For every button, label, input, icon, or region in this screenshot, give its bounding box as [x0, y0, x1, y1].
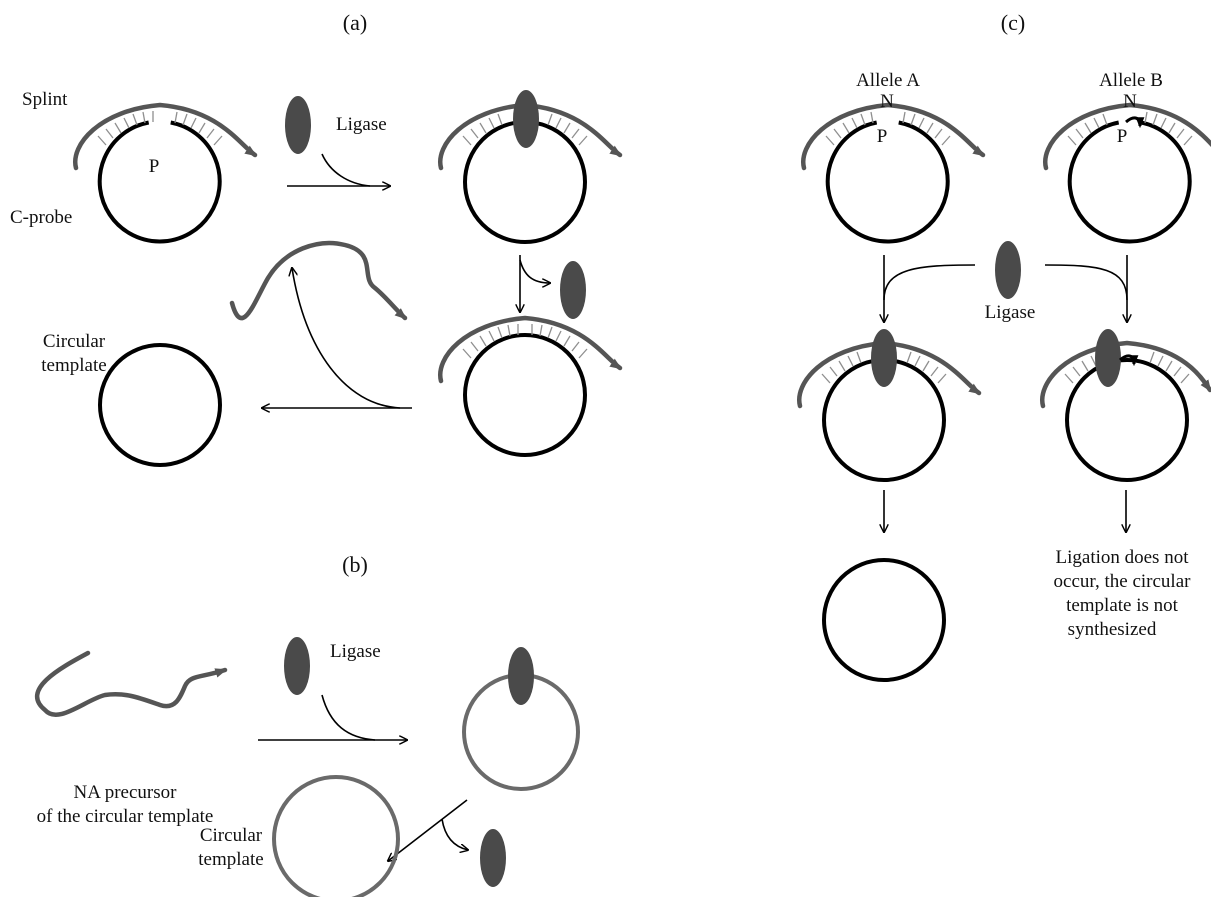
b-circular-template	[272, 775, 400, 897]
b-released-ligase	[480, 829, 506, 887]
ligase-label: Ligase	[336, 114, 387, 135]
precursor-label-2: of the circular template	[37, 806, 214, 827]
allele-a-ligase-complex	[797, 329, 982, 482]
a-ligase-join-curve	[321, 153, 371, 187]
b-circular-template-label-2: template	[198, 849, 263, 870]
c-ligase-enzyme	[995, 241, 1021, 299]
a1-hatch	[97, 111, 223, 146]
c-probe-ring	[97, 120, 222, 244]
a-complex-initial: P	[73, 102, 258, 244]
b-ligase-join-curve	[321, 694, 376, 741]
c-probe-ring-3	[463, 333, 587, 457]
b-ligase-label: Ligase	[330, 641, 381, 662]
allele-a-circular-template	[822, 558, 946, 682]
result-b-line-2: occur, the circular	[1054, 571, 1192, 592]
p-mark-a: P	[877, 126, 888, 147]
panel-c: (c) Allele A Allele B N P	[797, 10, 1211, 682]
ligase-on-complex	[513, 90, 539, 148]
allele-b-label: Allele B	[1099, 70, 1163, 91]
allele-b-complex: N P	[1043, 91, 1211, 244]
p-mark-b: P	[1117, 126, 1128, 147]
b-product-arrow	[388, 799, 468, 861]
splint-label: Splint	[22, 89, 68, 110]
result-b-line-3: template is not	[1066, 595, 1179, 616]
result-b-line-1: Ligation does not	[1056, 547, 1190, 568]
c-ligase-curve-b	[1044, 264, 1128, 301]
panel-a-label: (a)	[343, 10, 367, 35]
released-ligase	[560, 261, 586, 319]
c-probe-label: C-probe	[10, 207, 72, 228]
b-circular-template-label-1: Circular	[200, 825, 263, 846]
a-ligase-release-curve	[519, 259, 550, 283]
b-ligase-enzyme	[284, 637, 310, 695]
a-circular-template-label-2: template	[41, 355, 106, 376]
a-circular-template-label-1: Circular	[43, 331, 106, 352]
allele-b-ligase-complex	[1040, 329, 1211, 482]
b-ligase-on-ring	[508, 647, 534, 705]
splint-strand	[73, 102, 258, 171]
n-mark-a: N	[880, 91, 894, 112]
allele-a-label: Allele A	[856, 70, 920, 91]
b-ligase-release-curve	[441, 818, 468, 850]
result-b-line-4: synthesized	[1068, 619, 1157, 640]
a-complex-ligase	[438, 90, 623, 244]
ligase-enzyme	[285, 96, 311, 154]
na-precursor-strand	[35, 650, 228, 717]
panel-b-label: (b)	[342, 552, 368, 577]
panel-a: (a) P Splint C-probe	[10, 10, 623, 467]
panel-b: (b) NA precursor of the circular templat…	[35, 552, 580, 897]
released-splint-strand	[229, 240, 408, 321]
n-mark-b: N	[1123, 91, 1137, 112]
c-ligase-label: Ligase	[985, 302, 1036, 323]
splint-strand-3	[438, 315, 623, 384]
a-circular-template	[98, 343, 222, 467]
a-complex-ligated	[438, 315, 623, 457]
p-mark: P	[149, 156, 160, 177]
a-splint-release-curve	[292, 268, 401, 409]
precursor-label-1: NA precursor	[74, 782, 178, 803]
mismatch-end-b	[1125, 116, 1145, 129]
panel-c-label: (c)	[1001, 10, 1025, 35]
allele-a-complex: N P	[801, 91, 986, 244]
c-ligase-curve-a	[883, 264, 976, 301]
